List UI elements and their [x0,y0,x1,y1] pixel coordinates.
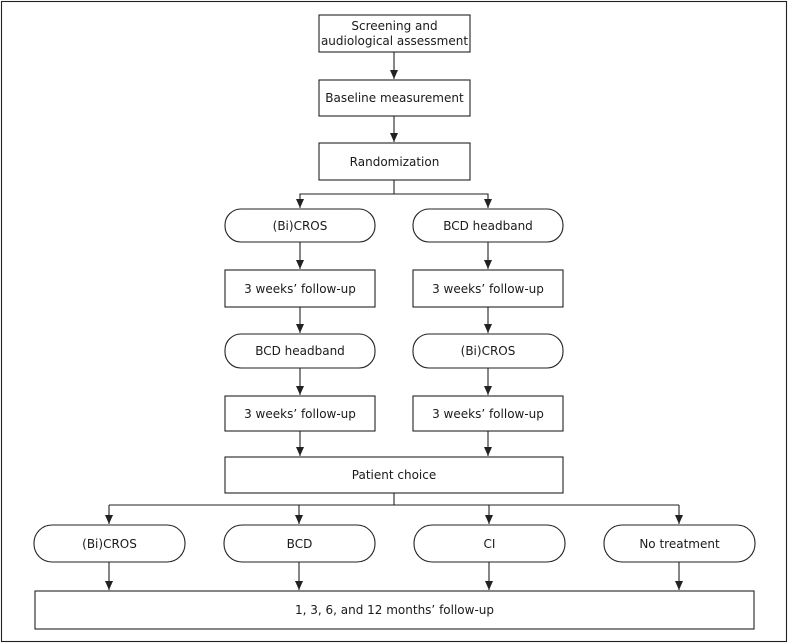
node-left-device-1: (Bi)CROS [224,208,376,243]
node-baseline: Baseline measurement [318,79,471,117]
node-right-followup-2: 3 weeks’ follow-up [412,395,564,432]
node-choice-bcd: BCD [223,524,376,563]
node-left-device-1-label: (Bi)CROS [273,219,328,233]
node-right-followup-2-label: 3 weeks’ follow-up [432,407,544,421]
node-screening-line2: audiological assessment [321,34,468,48]
node-randomization: Randomization [318,142,471,181]
node-left-device-2-label: BCD headband [255,344,345,358]
node-right-followup-1: 3 weeks’ follow-up [412,269,564,308]
node-right-device-1: BCD headband [412,208,564,243]
node-left-followup-2: 3 weeks’ follow-up [224,395,376,432]
node-right-device-2-label: (Bi)CROS [461,344,516,358]
node-baseline-label: Baseline measurement [325,91,464,105]
node-screening: Screening and audiological assessment [318,14,471,53]
node-left-followup-2-label: 3 weeks’ follow-up [244,407,356,421]
node-left-device-2: BCD headband [224,333,376,369]
node-choice-none-label: No treatment [639,537,720,551]
node-choice-ci: CI [413,524,566,563]
node-right-device-1-label: BCD headband [443,219,533,233]
edge-split-right [394,193,492,208]
node-patient-choice-label: Patient choice [352,468,436,482]
node-choice-ci-label: CI [484,537,496,551]
node-right-followup-1-label: 3 weeks’ follow-up [432,282,544,296]
node-choice-bicros: (Bi)CROS [33,524,186,563]
edges [105,52,683,590]
node-choice-none: No treatment [603,524,756,563]
node-screening-line1: Screening and [351,19,437,33]
node-right-device-2: (Bi)CROS [412,333,564,369]
node-final-followup-label: 1, 3, 6, and 12 months’ follow-up [295,603,494,617]
node-choice-bcd-label: BCD [287,537,313,551]
node-left-followup-1-label: 3 weeks’ follow-up [244,282,356,296]
node-randomization-label: Randomization [350,155,440,169]
node-patient-choice: Patient choice [224,456,564,494]
node-left-followup-1: 3 weeks’ follow-up [224,269,376,308]
node-choice-bicros-label: (Bi)CROS [82,537,137,551]
node-final-followup: 1, 3, 6, and 12 months’ follow-up [34,590,755,630]
edge-split-left [296,193,394,208]
